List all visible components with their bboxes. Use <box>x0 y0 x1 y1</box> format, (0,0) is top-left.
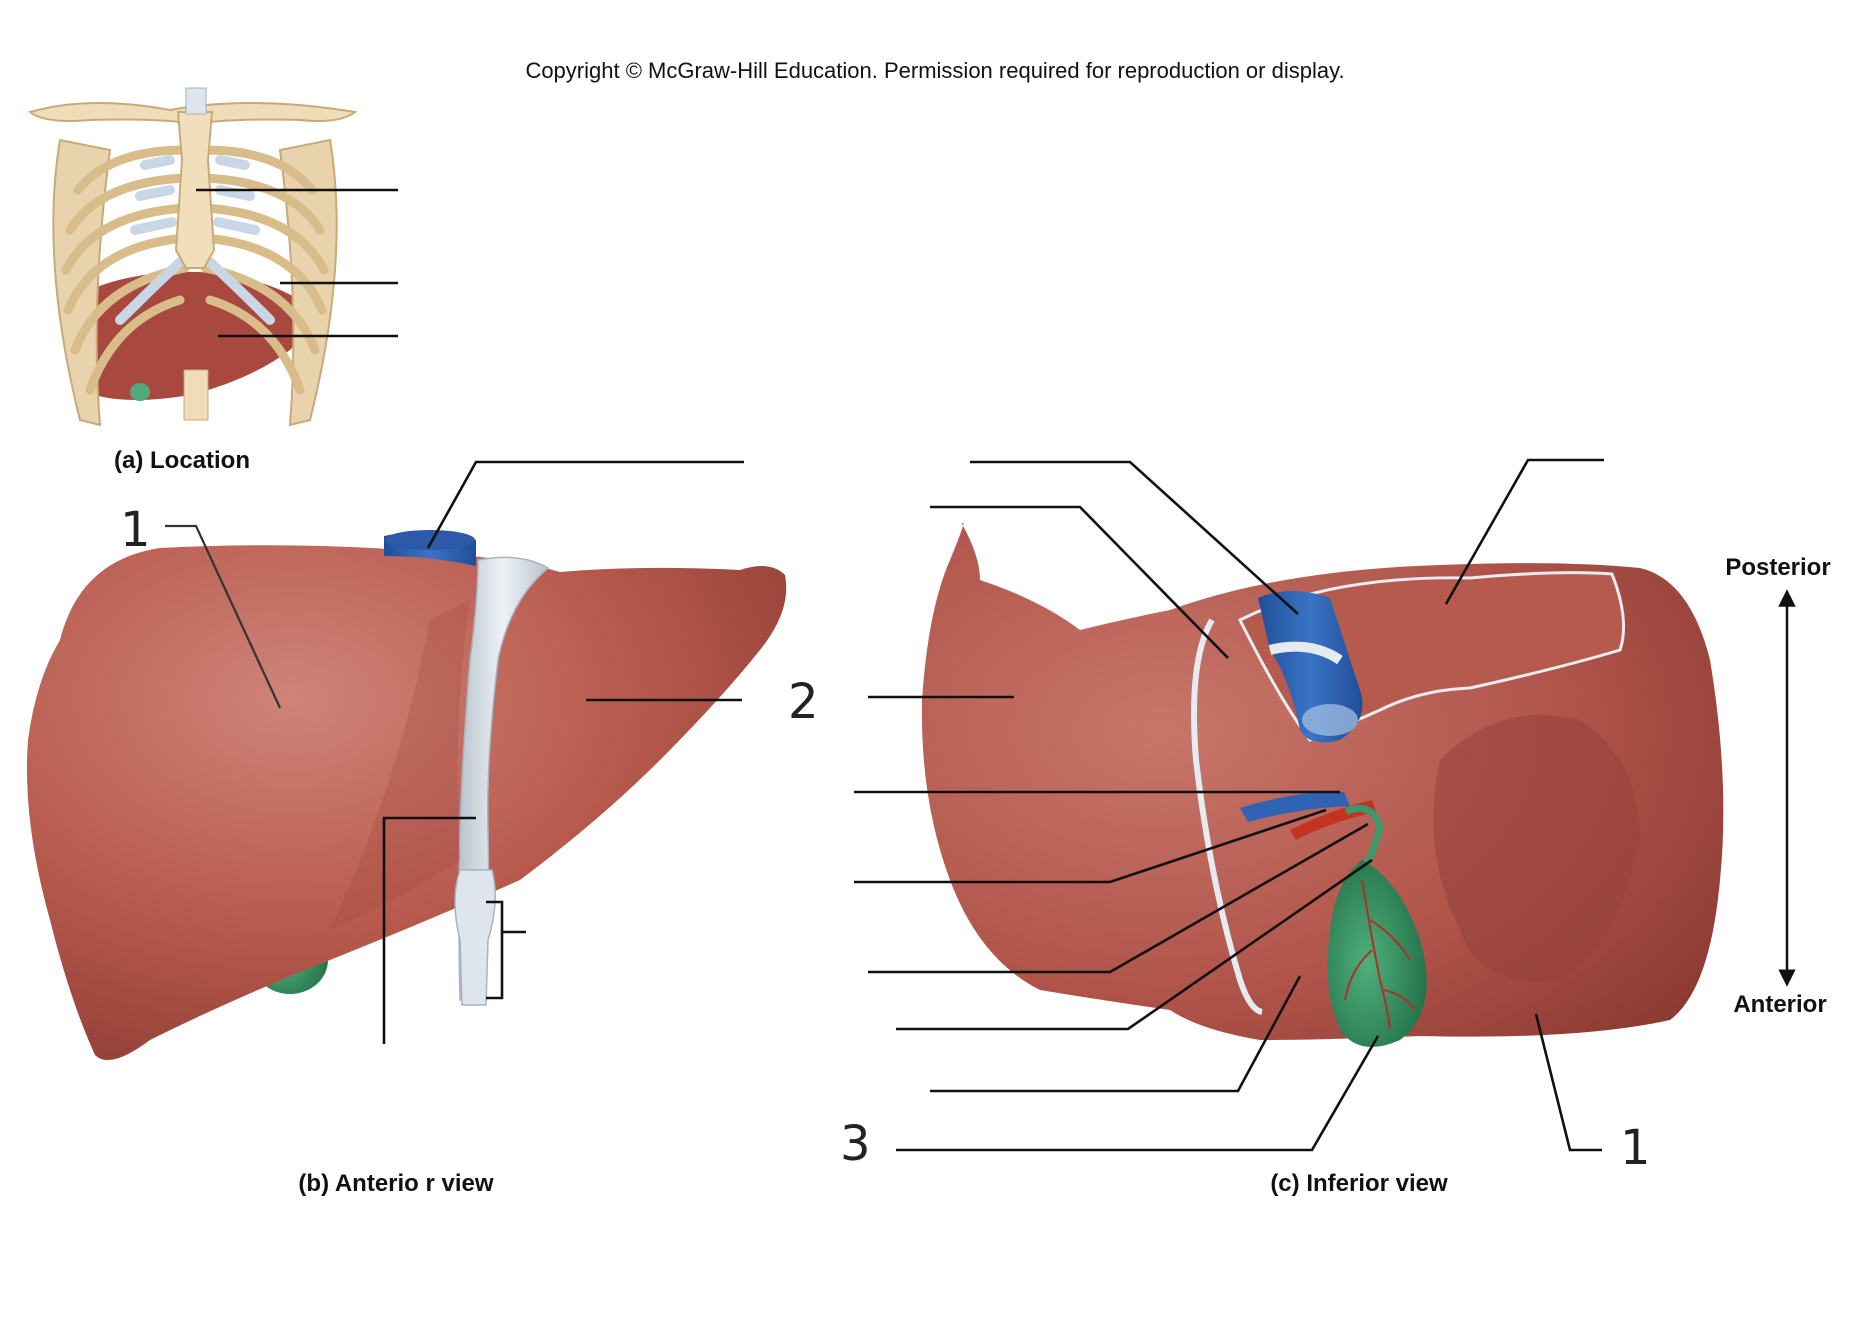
portal-vein-shape <box>1240 791 1350 822</box>
orientation-label-posterior: Posterior <box>1725 554 1830 581</box>
location-thorax-illustration <box>27 87 358 427</box>
copyright-notice: Copyright © McGraw-Hill Education. Permi… <box>525 58 1344 83</box>
inferior-leader-cystic-duct <box>896 858 1373 1031</box>
inferior-leader-right-lobe <box>1534 1013 1602 1152</box>
anterior-liver-illustration <box>26 530 787 1060</box>
bile-duct-shape <box>1344 804 1384 873</box>
inferior-leader-caudate <box>930 505 1229 659</box>
handwritten-label-1-anterior: 1 <box>120 502 151 558</box>
orientation-label-anterior: Anterior <box>1733 991 1826 1018</box>
handwritten-label-2: 2 <box>788 674 819 730</box>
location-liver-shape <box>66 271 304 400</box>
anterior-leader-right-lobe <box>165 524 281 709</box>
inferior-liver-illustration <box>921 522 1724 1048</box>
caption-anterior-view: (b) Anterio r view <box>298 1170 493 1197</box>
handwritten-label-3: 3 <box>840 1116 871 1172</box>
inferior-leader-hepatic-artery <box>854 808 1327 884</box>
inferior-leader-bile-duct <box>868 822 1369 974</box>
caption-inferior-view: (c) Inferior view <box>1270 1170 1448 1197</box>
inferior-leader-bare-area <box>1444 458 1604 605</box>
inferior-leader-quadrate <box>930 975 1302 1093</box>
handwritten-label-1-inferior: 1 <box>1620 1120 1651 1176</box>
anterior-leader-ivc <box>426 460 744 549</box>
anterior-bracket-round-ligament <box>486 900 526 1000</box>
anterior-liver-shape <box>26 545 787 1060</box>
location-gallbladder-shape <box>130 383 150 401</box>
caption-location: (a) Location <box>114 447 250 474</box>
round-ligament-shape <box>454 869 496 1006</box>
location-sternum-shape <box>174 111 216 269</box>
anterior-leader-falciform <box>382 816 476 1044</box>
renal-impression-shape <box>1433 715 1640 982</box>
inferior-leader-gallbladder <box>896 1035 1380 1152</box>
inferior-gallbladder-shape <box>1327 860 1427 1048</box>
inferior-leader-ivc <box>970 460 1299 615</box>
